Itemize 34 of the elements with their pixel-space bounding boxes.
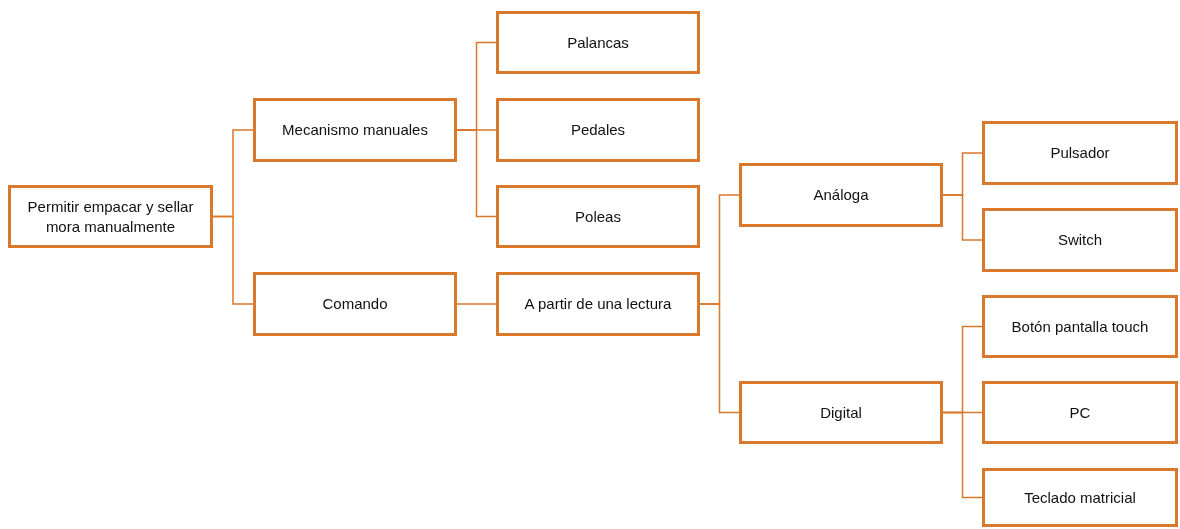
node-label: Permitir empacar y sellar mora manualmente bbox=[26, 197, 195, 236]
connector-line bbox=[942, 411, 983, 499]
process-box bbox=[982, 468, 1178, 527]
process-box bbox=[739, 381, 943, 444]
process-box bbox=[982, 208, 1178, 272]
node-label: Poleas bbox=[575, 206, 621, 227]
node-label: Teclado matricial bbox=[1024, 487, 1136, 508]
process-box bbox=[739, 163, 943, 227]
node-label: Mecanismo manuales bbox=[282, 120, 428, 140]
node-label: Pedales bbox=[570, 120, 626, 140]
process-box bbox=[982, 295, 1178, 358]
process-box bbox=[253, 272, 457, 336]
node-label: Comando bbox=[322, 294, 388, 314]
connector-line bbox=[699, 303, 740, 414]
node-label: Análoga bbox=[813, 185, 869, 205]
node-label: A partir de una lectura bbox=[524, 294, 672, 314]
connector-line bbox=[942, 194, 983, 241]
process-box bbox=[496, 11, 700, 74]
process-box bbox=[982, 381, 1178, 444]
connector-line bbox=[212, 215, 254, 305]
node-label: Botón pantalla touch bbox=[1011, 316, 1149, 337]
process-box bbox=[496, 185, 700, 248]
node-label: Switch bbox=[1057, 230, 1103, 250]
node-label: Digital bbox=[820, 402, 862, 423]
node-label: PC bbox=[1069, 402, 1091, 423]
connector-line bbox=[456, 303, 497, 305]
process-box bbox=[982, 121, 1178, 185]
process-box bbox=[8, 185, 213, 248]
process-box bbox=[496, 98, 700, 162]
process-box bbox=[496, 272, 700, 336]
process-box bbox=[253, 98, 457, 162]
node-label: Pulsador bbox=[1050, 143, 1110, 163]
node-label: Palancas bbox=[567, 32, 629, 53]
connector-line bbox=[456, 129, 497, 218]
